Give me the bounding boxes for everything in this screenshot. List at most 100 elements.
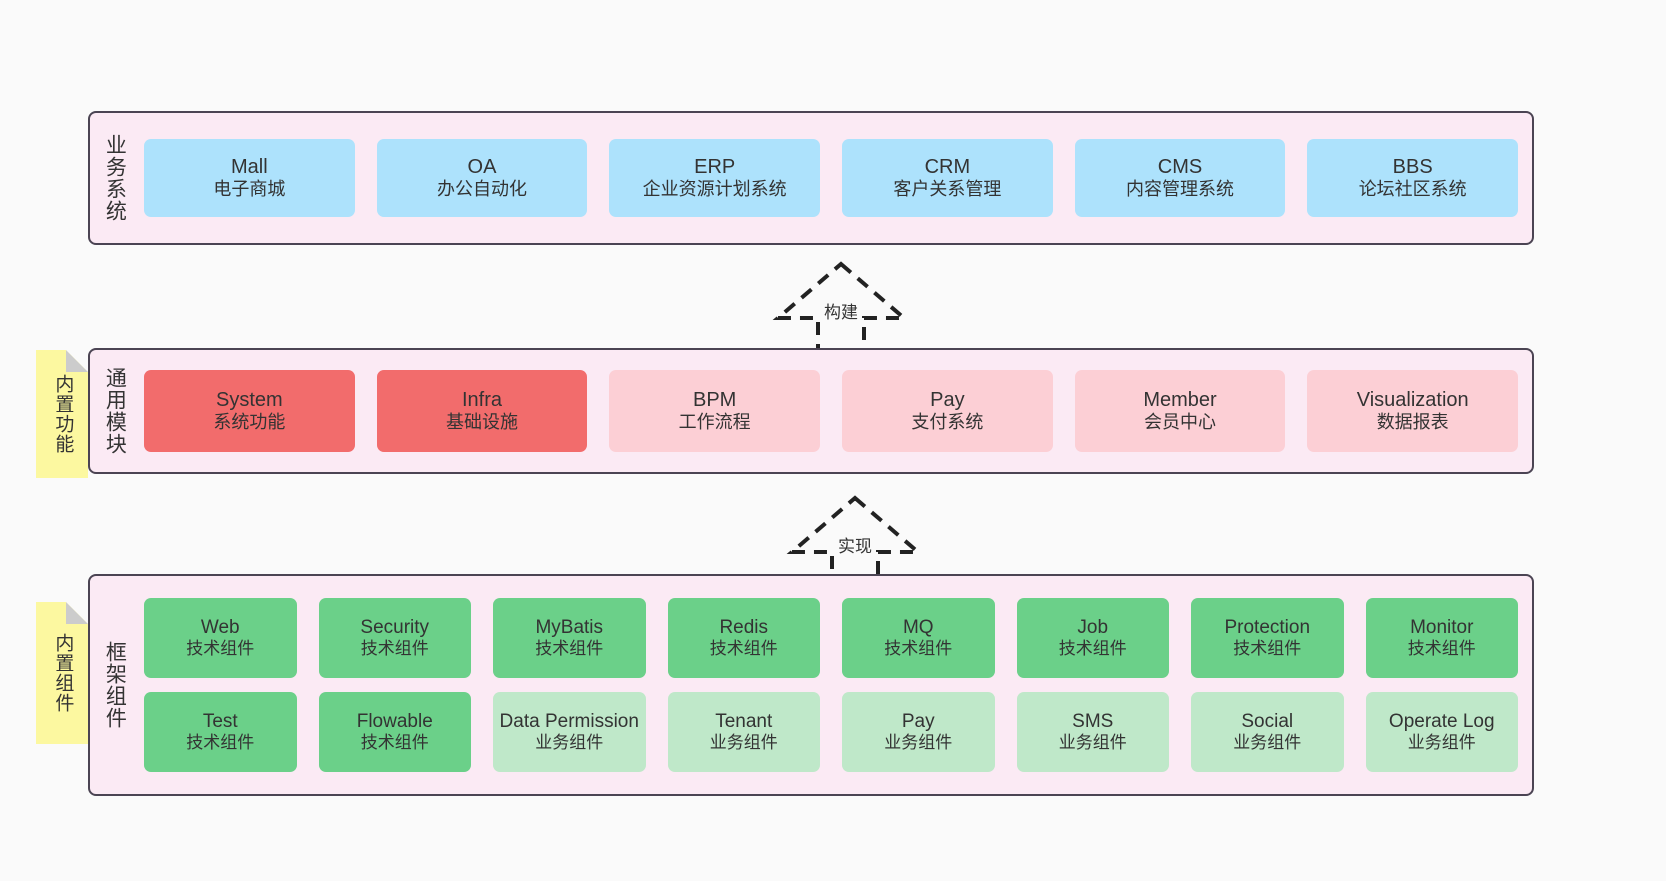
card-title-en: Data Permission	[499, 711, 639, 733]
module-card-system[interactable]: System 系统功能	[144, 370, 355, 452]
card-title-cn: 会员中心	[1144, 412, 1217, 433]
note-label: 内置功能	[52, 374, 74, 454]
card-title-cn: 技术组件	[1407, 639, 1476, 659]
framework-card-web[interactable]: Web 技术组件	[144, 598, 297, 678]
module-card-visualization[interactable]: Visualization 数据报表	[1307, 370, 1519, 452]
business-card-row: Mall 电子商城 OA 办公自动化 ERP 企业资源计划系统 CRM 客户关系…	[144, 139, 1519, 217]
card-title-en: Infra	[461, 388, 503, 411]
business-card-bbs[interactable]: BBS 论坛社区系统	[1307, 139, 1519, 217]
framework-card-mybatis[interactable]: MyBatis 技术组件	[493, 598, 646, 678]
framework-card-mq[interactable]: MQ 技术组件	[842, 598, 995, 678]
card-title-en: OA	[467, 155, 497, 178]
card-title-cn: 技术组件	[709, 639, 778, 659]
module-card-bpm[interactable]: BPM 工作流程	[609, 370, 821, 452]
card-title-en: CRM	[924, 155, 971, 178]
module-card-row: System 系统功能 Infra 基础设施 BPM 工作流程 Pay 支付系统…	[144, 370, 1519, 452]
card-title-cn: 业务组件	[1058, 733, 1127, 753]
card-title-en: Protection	[1224, 617, 1311, 639]
card-title-en: Job	[1077, 617, 1109, 639]
card-title-cn: 基础设施	[446, 412, 518, 433]
framework-card-job[interactable]: Job 技术组件	[1016, 598, 1169, 678]
framework-card-security[interactable]: Security 技术组件	[318, 598, 471, 678]
card-title-en: CMS	[1157, 155, 1203, 178]
card-title-cn: 技术组件	[360, 639, 429, 659]
card-title-cn: 业务组件	[535, 733, 604, 753]
layer-body-module: System 系统功能 Infra 基础设施 BPM 工作流程 Pay 支付系统…	[138, 350, 1532, 472]
framework-card-sms[interactable]: SMS 业务组件	[1016, 692, 1169, 772]
card-title-en: Monitor	[1410, 617, 1474, 639]
card-title-cn: 技术组件	[884, 639, 953, 659]
framework-card-monitor[interactable]: Monitor 技术组件	[1365, 598, 1518, 678]
module-card-member[interactable]: Member 会员中心	[1074, 370, 1286, 452]
card-title-en: Redis	[719, 617, 769, 639]
card-title-cn: 业务组件	[1407, 733, 1476, 753]
card-title-cn: 电子商城	[213, 179, 286, 200]
card-title-en: SMS	[1072, 711, 1114, 733]
business-card-oa[interactable]: OA 办公自动化	[376, 139, 588, 217]
card-title-en: Visualization	[1356, 388, 1469, 411]
card-title-cn: 技术组件	[186, 733, 255, 753]
card-title-cn: 工作流程	[678, 412, 751, 433]
card-title-cn: 系统功能	[213, 412, 286, 433]
card-title-en: Flowable	[356, 711, 433, 733]
module-card-pay[interactable]: Pay 支付系统	[842, 370, 1053, 452]
card-title-cn: 客户关系管理	[893, 179, 1002, 200]
card-title-en: BBS	[1392, 155, 1433, 178]
card-title-en: Member	[1143, 388, 1217, 411]
framework-card-social[interactable]: Social 业务组件	[1191, 692, 1344, 772]
card-title-en: ERP	[694, 155, 736, 178]
layer-title-framework: 框架组件	[103, 641, 127, 729]
card-title-en: MyBatis	[535, 617, 604, 639]
card-title-en: Test	[202, 711, 238, 733]
card-title-en: Mall	[231, 155, 268, 178]
card-title-cn: 业务组件	[1233, 733, 1302, 753]
card-title-cn: 技术组件	[360, 733, 429, 753]
card-title-cn: 支付系统	[911, 412, 984, 433]
card-title-cn: 业务组件	[884, 733, 953, 753]
relation-label-build: 构建	[824, 303, 858, 322]
layer-body-business: Mall 电子商城 OA 办公自动化 ERP 企业资源计划系统 CRM 客户关系…	[138, 113, 1532, 243]
card-title-en: BPM	[693, 388, 737, 411]
card-title-cn: 数据报表	[1376, 412, 1449, 433]
card-title-en: MQ	[902, 617, 934, 639]
card-title-en: Social	[1241, 711, 1294, 733]
note-label: 内置组件	[52, 633, 74, 713]
layer-title-business: 业务系统	[103, 134, 127, 222]
note-fold-icon	[66, 350, 88, 372]
card-title-cn: 技术组件	[535, 639, 604, 659]
framework-card-protection[interactable]: Protection 技术组件	[1191, 598, 1344, 678]
framework-card-test[interactable]: Test 技术组件	[144, 692, 297, 772]
layer-common-modules: 通用模块 System 系统功能 Infra 基础设施 BPM 工作流程 Pay…	[88, 348, 1534, 474]
card-title-en: Pay	[901, 711, 935, 733]
card-title-cn: 办公自动化	[437, 179, 527, 200]
layer-framework-components: 框架组件 Web 技术组件 Security 技术组件 MyBatis 技术组件…	[88, 574, 1534, 796]
business-card-mall[interactable]: Mall 电子商城	[144, 139, 355, 217]
framework-card-flowable[interactable]: Flowable 技术组件	[318, 692, 471, 772]
card-title-en: Security	[360, 617, 430, 639]
card-title-en: Pay	[930, 388, 965, 411]
framework-card-operate-log[interactable]: Operate Log 业务组件	[1365, 692, 1518, 772]
card-title-en: Operate Log	[1388, 711, 1495, 733]
business-card-erp[interactable]: ERP 企业资源计划系统	[609, 139, 821, 217]
module-card-infra[interactable]: Infra 基础设施	[376, 370, 588, 452]
relation-label-implement: 实现	[838, 537, 872, 556]
note-builtin-function: 内置功能	[36, 350, 88, 478]
relation-arrow-build: 构建	[756, 258, 926, 354]
framework-card-tenant[interactable]: Tenant 业务组件	[667, 692, 820, 772]
framework-card-row-business: Test 技术组件 Flowable 技术组件 Data Permission …	[144, 692, 1518, 772]
card-title-cn: 内容管理系统	[1126, 179, 1235, 200]
card-title-cn: 技术组件	[1058, 639, 1127, 659]
framework-card-data-permission[interactable]: Data Permission 业务组件	[493, 692, 646, 772]
card-title-cn: 论坛社区系统	[1358, 179, 1467, 200]
framework-card-pay[interactable]: Pay 业务组件	[842, 692, 995, 772]
business-card-cms[interactable]: CMS 内容管理系统	[1074, 139, 1286, 217]
layer-business-systems: 业务系统 Mall 电子商城 OA 办公自动化 ERP 企业资源计划系统 CRM…	[88, 111, 1534, 245]
framework-card-redis[interactable]: Redis 技术组件	[667, 598, 820, 678]
note-fold-icon	[66, 602, 88, 624]
card-title-cn: 技术组件	[186, 639, 255, 659]
note-builtin-component: 内置组件	[36, 602, 88, 744]
framework-card-row-technical: Web 技术组件 Security 技术组件 MyBatis 技术组件 Redi…	[144, 598, 1518, 678]
business-card-crm[interactable]: CRM 客户关系管理	[842, 139, 1053, 217]
layer-body-framework: Web 技术组件 Security 技术组件 MyBatis 技术组件 Redi…	[138, 576, 1532, 794]
